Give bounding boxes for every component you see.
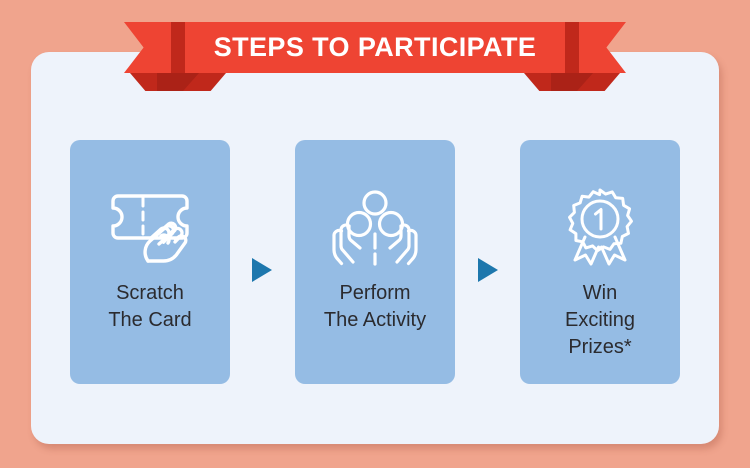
steps-row: Scratch The Card Perform The A: [31, 140, 719, 384]
step-label: Scratch The Card: [108, 282, 192, 331]
award-rosette-number-one-icon: [520, 182, 680, 274]
step-card-win-exciting-prizes[interactable]: Win Exciting Prizes*: [520, 140, 680, 384]
step-label: Perform The Activity: [323, 282, 427, 331]
step-label: Win Exciting Prizes*: [564, 282, 636, 358]
arrow-right-icon: [252, 258, 272, 282]
hands-holding-people-icon: [295, 182, 455, 274]
scratch-card-hand-icon: [70, 182, 230, 274]
step-card-perform-the-activity[interactable]: Perform The Activity: [295, 140, 455, 384]
arrow-right-icon: [478, 258, 498, 282]
step-card-scratch-the-card[interactable]: Scratch The Card: [70, 140, 230, 384]
